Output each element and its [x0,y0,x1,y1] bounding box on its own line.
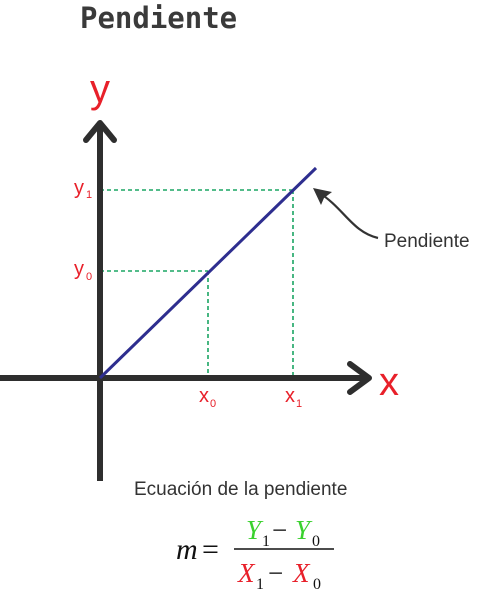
numerator-minus: − [272,515,287,545]
tick-y0: y 0 [74,258,92,283]
formula-lhs: m [176,533,198,566]
tick-x0: x 0 [199,385,216,410]
x-axis-label: x [379,360,399,404]
slope-formula: m = Y 1 − Y 0 X 1 − X 0 [176,515,334,593]
denominator-term-1-sub: 1 [256,576,264,593]
numerator-term-2-sub: 0 [312,533,320,550]
numerator-term-2: Y [295,515,313,545]
slope-line [98,166,318,380]
x-axis [0,361,372,395]
denominator-minus: − [268,558,283,588]
equation-caption: Ecuación de la pendiente [134,479,347,500]
tick-x1: x 1 [285,385,302,410]
formula-equals: = [202,533,219,566]
annotation-arrow [313,188,379,240]
tick-y1: y 1 [74,177,92,201]
denominator-term-1: X [237,558,256,588]
numerator-term-1: Y [246,515,264,545]
tick-x1-sub: 1 [296,398,302,410]
slope-annotation: Pendiente [384,231,470,252]
page-title: Pendiente [80,1,237,35]
y-axis [83,120,117,481]
tick-x0-sub: 0 [210,398,216,410]
y-axis-label: y [90,67,110,111]
numerator-term-1-sub: 1 [262,533,270,550]
tick-y0-sub: 0 [86,271,92,283]
tick-x0-main: x [199,385,209,407]
tick-y1-main: y [74,177,84,199]
denominator-term-2-sub: 0 [313,576,321,593]
denominator-term-2: X [292,558,311,588]
tick-x1-main: x [285,385,295,407]
tick-y0-main: y [74,258,84,280]
tick-y1-sub: 1 [86,189,92,201]
